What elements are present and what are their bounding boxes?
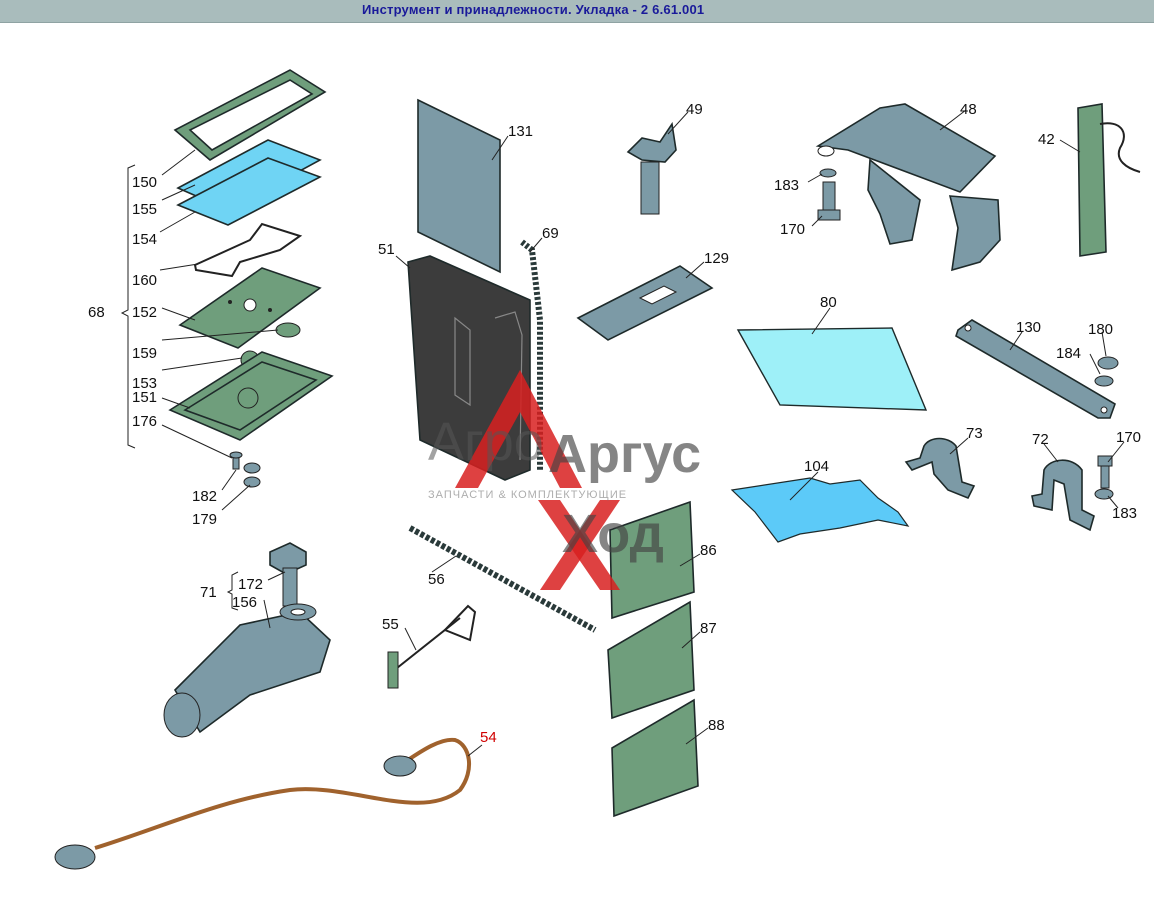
part-150-frame[interactable] (173, 69, 327, 161)
label-182[interactable]: 182 (192, 488, 217, 505)
watermark-hod: Ход (562, 504, 664, 564)
label-152[interactable]: 152 (132, 304, 157, 321)
part-182-screw[interactable] (229, 451, 243, 470)
watermark: Агро Аргус Ход ЗАПЧАСТИ & КОМПЛЕКТУЮЩИЕ (428, 370, 701, 590)
label-150[interactable]: 150 (132, 174, 157, 191)
part-156-socket[interactable] (163, 603, 331, 738)
label-154[interactable]: 154 (132, 231, 157, 248)
label-68[interactable]: 68 (88, 304, 105, 321)
part-72-clamp[interactable] (1031, 459, 1095, 532)
label-42[interactable]: 42 (1038, 131, 1055, 148)
label-72[interactable]: 72 (1032, 431, 1049, 448)
label-170b[interactable]: 170 (1116, 429, 1141, 446)
part-152-plate[interactable] (178, 267, 322, 349)
part-42-rod[interactable] (1077, 103, 1141, 257)
part-labels: 150 155 154 160 68 152 159 153 151 176 1… (88, 101, 1141, 746)
part-183b-washer[interactable] (1094, 488, 1114, 500)
label-176[interactable]: 176 (132, 413, 157, 430)
label-153[interactable]: 153 (132, 375, 157, 392)
label-49[interactable]: 49 (686, 101, 703, 118)
part-88-plate[interactable] (611, 698, 699, 818)
part-154-pad[interactable] (176, 157, 322, 226)
label-80[interactable]: 80 (820, 294, 837, 311)
label-73[interactable]: 73 (966, 425, 983, 442)
part-73-clamp[interactable] (904, 437, 976, 500)
part-54-cable[interactable] (54, 737, 472, 870)
label-51[interactable]: 51 (378, 241, 395, 258)
window-titlebar: Инструмент и принадлежности. Укладка - 2… (0, 0, 1154, 23)
label-160[interactable]: 160 (132, 272, 157, 289)
part-184-washer[interactable] (1094, 375, 1114, 387)
part-183a-washer[interactable] (819, 168, 837, 178)
part-48-bracket[interactable] (815, 103, 1001, 272)
watermark-agro: Агро (428, 412, 544, 472)
label-129[interactable]: 129 (704, 250, 729, 267)
label-130[interactable]: 130 (1016, 319, 1041, 336)
part-69-strap[interactable] (520, 239, 543, 470)
part-130-strip[interactable] (955, 319, 1116, 419)
label-88[interactable]: 88 (708, 717, 725, 734)
part-55-key[interactable] (387, 604, 477, 689)
watermark-argus: Аргус (548, 424, 701, 484)
label-170a[interactable]: 170 (780, 221, 805, 238)
part-56-rod[interactable] (408, 525, 597, 633)
label-183b[interactable]: 183 (1112, 505, 1137, 522)
label-183a[interactable]: 183 (774, 177, 799, 194)
part-104-cloth[interactable] (730, 477, 910, 543)
label-71[interactable]: 71 (200, 584, 217, 601)
label-54[interactable]: 54 (480, 729, 497, 746)
leader-lines (159, 109, 1125, 757)
part-180-nut[interactable] (1097, 356, 1119, 370)
label-48[interactable]: 48 (960, 101, 977, 118)
label-131[interactable]: 131 (508, 123, 533, 140)
part-129-plate[interactable] (576, 265, 714, 341)
label-87[interactable]: 87 (700, 620, 717, 637)
part-49-wing-bolt[interactable] (626, 121, 677, 215)
part-washer-small[interactable] (243, 476, 261, 488)
label-179[interactable]: 179 (192, 511, 217, 528)
part-170a-bolt[interactable] (817, 181, 841, 221)
part-87-plate[interactable] (607, 600, 695, 720)
label-104[interactable]: 104 (804, 458, 829, 475)
label-172[interactable]: 172 (238, 576, 263, 593)
part-80-sheet[interactable] (736, 327, 928, 411)
part-131-panel[interactable] (417, 98, 501, 274)
label-151[interactable]: 151 (132, 389, 157, 406)
label-86[interactable]: 86 (700, 542, 717, 559)
label-55[interactable]: 55 (382, 616, 399, 633)
parts-diagram: Агро Аргус Ход ЗАПЧАСТИ & КОМПЛЕКТУЮЩИЕ … (54, 69, 1141, 870)
label-156[interactable]: 156 (232, 594, 257, 611)
label-184[interactable]: 184 (1056, 345, 1081, 362)
label-159[interactable]: 159 (132, 345, 157, 362)
label-155[interactable]: 155 (132, 201, 157, 218)
label-56[interactable]: 56 (428, 571, 445, 588)
label-180[interactable]: 180 (1088, 321, 1113, 338)
label-69[interactable]: 69 (542, 225, 559, 242)
part-170b-bolt[interactable] (1097, 455, 1113, 489)
part-160-wire[interactable] (193, 222, 303, 278)
part-172-bolt[interactable] (269, 542, 307, 607)
part-151-base[interactable] (168, 351, 334, 441)
part-159-disc[interactable] (275, 322, 301, 338)
part-179-washer[interactable] (243, 462, 261, 474)
window-title: Инструмент и принадлежности. Укладка - 2… (362, 2, 705, 17)
watermark-subtitle: ЗАПЧАСТИ & КОМПЛЕКТУЮЩИЕ (428, 489, 627, 501)
